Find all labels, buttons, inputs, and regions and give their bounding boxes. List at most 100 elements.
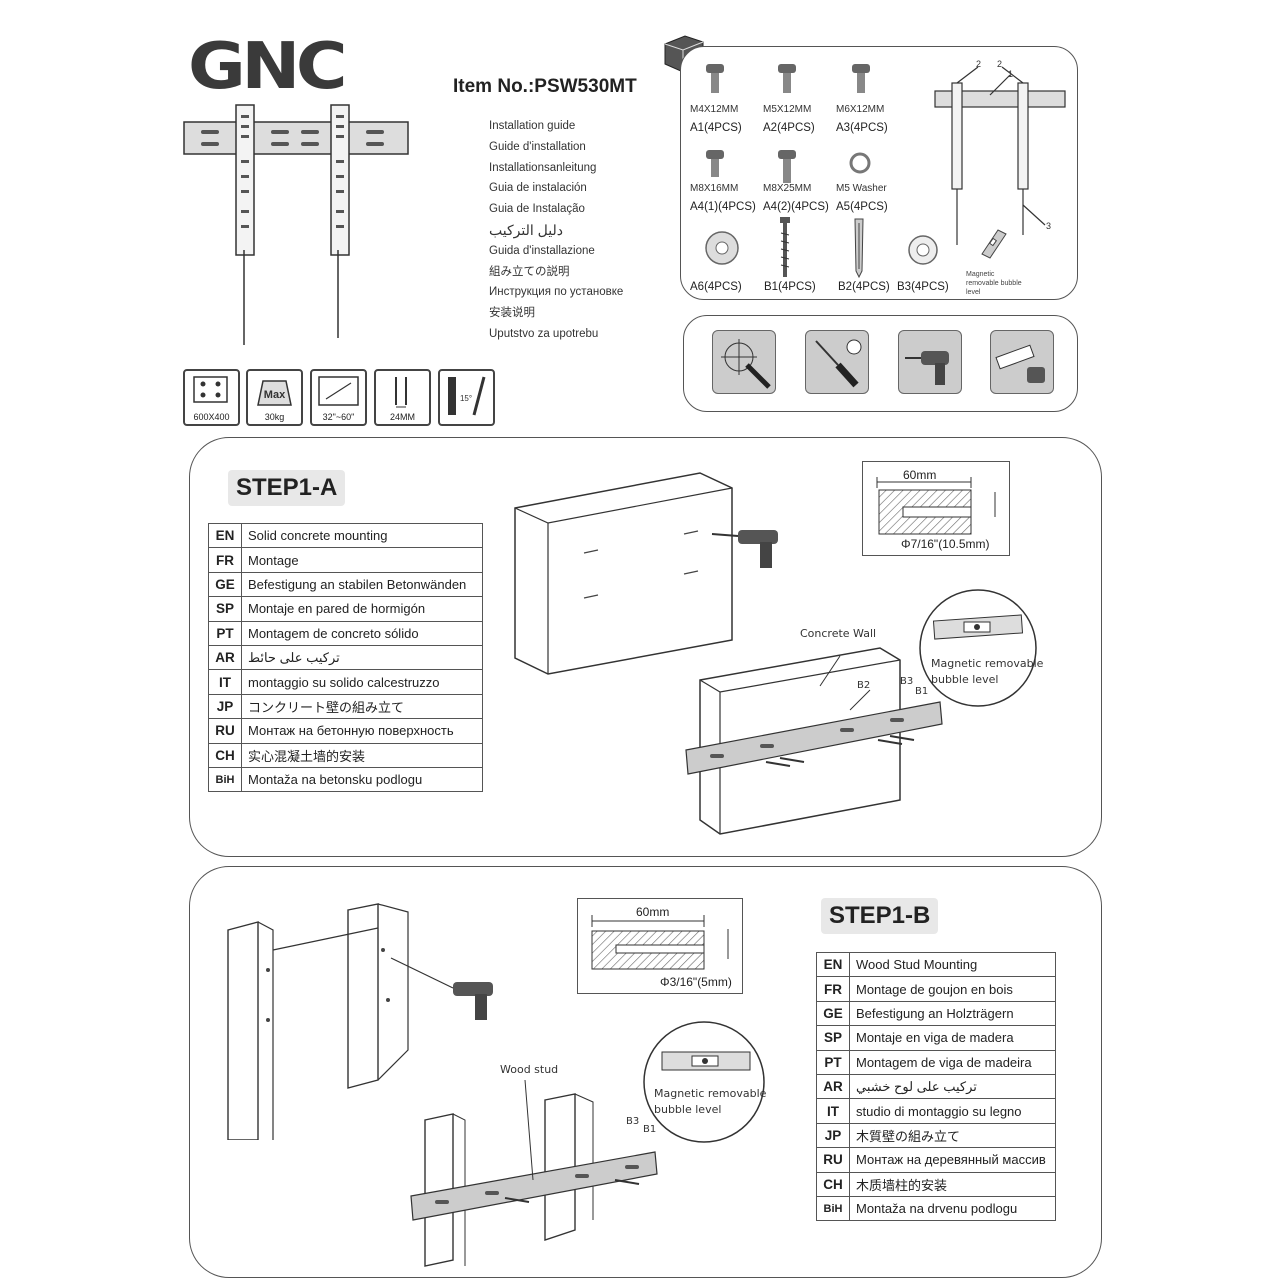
lang-text: Befestigung an stabilen Betonwänden (241, 571, 483, 598)
tool-stud-finder (712, 330, 776, 394)
part-a4-1-code: A4(1)(4PCS) (690, 201, 756, 213)
step1b-dim-width: 60mm (636, 905, 670, 919)
wood-stud-rail-illustration (410, 1080, 658, 1267)
spec-max-weight: Max 30kg (246, 369, 303, 426)
spec-tilt: 15° (438, 369, 495, 426)
part-a1-size: M4X12MM (690, 104, 739, 115)
level-magnifier-circle (643, 1021, 765, 1143)
lang-code: FR (816, 976, 850, 1002)
lang-code: FR (208, 547, 242, 573)
part-a5-code: A5(4PCS) (836, 201, 888, 213)
max-weight-icon: Max (257, 380, 292, 406)
guide-title-cn: 安装说明 (489, 307, 535, 320)
screw-icon (778, 64, 796, 93)
drill-icon (905, 351, 949, 385)
guide-title-en: Installation guide (489, 120, 576, 132)
part-a3-size: M6X12MM (836, 104, 885, 115)
lang-code: GE (208, 571, 242, 598)
tool-screwdriver (805, 330, 869, 394)
callout-b1: B1 (643, 1124, 657, 1135)
callout-b1: B1 (915, 686, 929, 697)
lang-text: Montaje en pared de hormigón (241, 596, 483, 622)
lang-code: IT (208, 669, 242, 695)
spacer-icon (705, 231, 739, 265)
part-a1-code: A1(4PCS) (690, 122, 742, 134)
screw-icon (852, 64, 870, 93)
lang-code: AR (208, 644, 242, 671)
part-a4-2-code: A4(2)(4PCS) (763, 201, 829, 213)
step1b-dimension-box: 60mm Φ3/16"(5mm) (577, 898, 743, 994)
lang-text: Montaža na betonsku podlogu (241, 766, 483, 793)
guide-title-bih: Uputstvo za upotrebu (489, 327, 599, 340)
lang-code: IT (816, 1098, 850, 1124)
lang-text: studio di montaggio su legno (849, 1098, 1056, 1124)
bracket-callout: 2 (976, 59, 981, 69)
guide-title-list: Installation guide Guide d'installation … (489, 116, 623, 345)
lang-text: Montagem de concreto sólido (241, 620, 483, 646)
level-magnifier-circle (919, 589, 1037, 707)
bracket-callout: 2 (997, 59, 1002, 69)
lang-text: コンクリート壁の組み立て (241, 693, 483, 720)
washer-icon (908, 235, 938, 265)
step1a-title: STEP1-A (228, 470, 346, 506)
lang-code: PT (816, 1049, 850, 1075)
lang-text: Befestigung an Holzträgern (849, 1000, 1056, 1027)
spec-vesa: 600X400 (183, 369, 240, 426)
product-bracket-illustration (183, 104, 409, 345)
lang-text: 木质墙柱的安装 (849, 1171, 1056, 1197)
spec-screen-label: 32"~60" (322, 412, 355, 422)
lang-text: Montage (241, 547, 483, 573)
step1b-level-label: Magnetic removable bubble level (654, 1087, 767, 1116)
lag-bolt-icon (780, 217, 790, 277)
wood-stud-label: Wood stud (500, 1063, 559, 1076)
part-b3-code: B3(4PCS) (897, 281, 949, 293)
lang-text: تركيب على حائط (241, 644, 483, 671)
stud-finder-icon (721, 339, 771, 389)
lang-code: PT (208, 620, 242, 646)
step1a-dim-width: 60mm (903, 468, 937, 482)
brand-logo: GNC (187, 30, 348, 104)
guide-title-ar: دليل التركيب (489, 221, 563, 238)
guide-title-it: Guida d'installazione (489, 244, 595, 257)
item-number: Item No.:PSW530MT (453, 76, 637, 97)
bracket-diagram: 2 2 1 3 (934, 59, 1066, 245)
wall-distance-icon (395, 377, 407, 408)
lang-text: montaggio su solido calcestruzzo (241, 669, 483, 695)
level-tape-icon (995, 344, 1045, 383)
callout-b2: B2 (857, 680, 871, 691)
guide-title-jp: 組み立ての説明 (489, 265, 570, 278)
vesa-pattern-icon (193, 376, 228, 403)
lang-code: RU (816, 1147, 850, 1173)
callout-b3: B3 (626, 1116, 640, 1127)
lang-text: Монтаж на бетонную поверхность (241, 718, 483, 744)
part-b1-code: B1(4PCS) (764, 281, 816, 293)
washer-icon (849, 152, 871, 174)
step1b-title: STEP1-B (821, 898, 939, 934)
lang-text: Монтаж на деревянный массив (849, 1147, 1056, 1173)
guide-title-fr: Guide d'installation (489, 140, 586, 153)
guide-title-ru: Инструкция по установке (489, 286, 624, 299)
part-a6-code: A6(4PCS) (690, 281, 742, 293)
tool-level-tape (990, 330, 1054, 394)
lang-text: 木質壁の組み立て (849, 1122, 1056, 1149)
spec-vesa-label: 600X400 (193, 412, 230, 422)
part-a4-2-size: M8X25MM (763, 183, 812, 194)
lang-text: Wood Stud Mounting (849, 951, 1056, 978)
callout-b3: B3 (900, 676, 914, 687)
